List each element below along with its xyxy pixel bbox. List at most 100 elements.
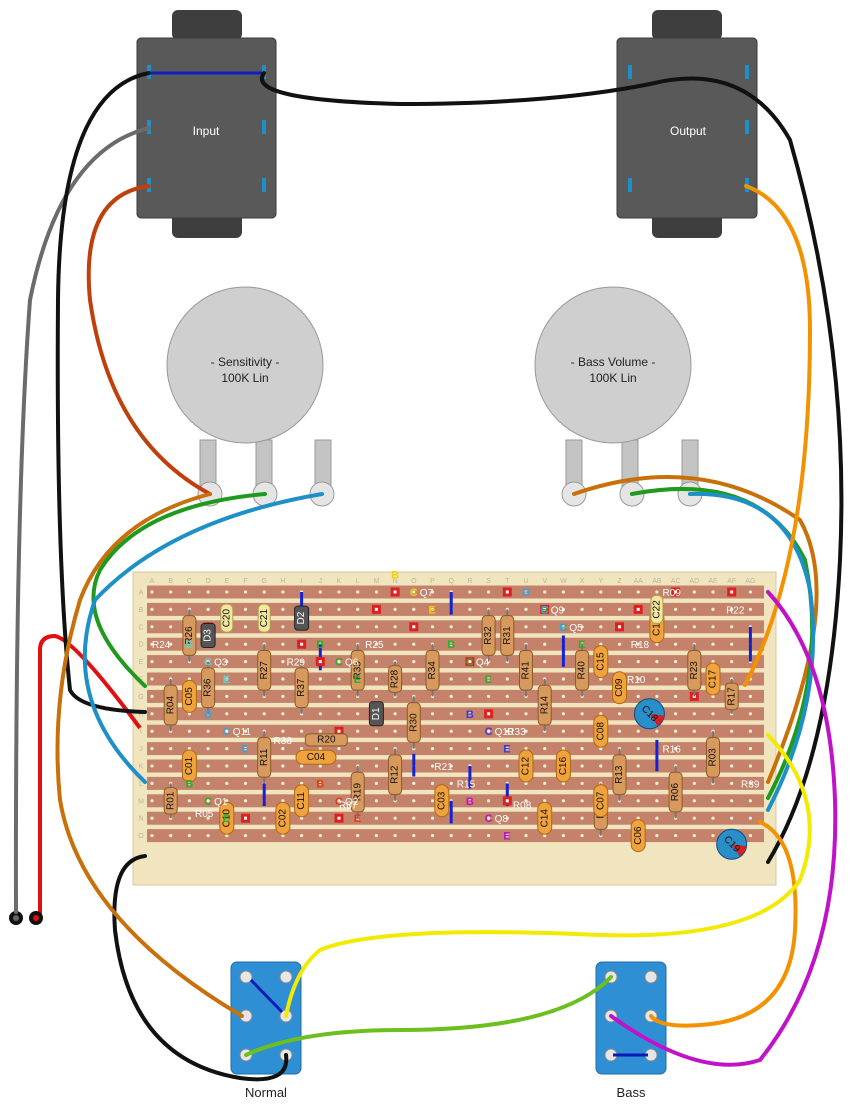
strip-hole — [636, 764, 640, 768]
transistor-pin-label: B — [185, 778, 193, 790]
strip-hole — [393, 816, 397, 820]
strip-hole — [599, 747, 603, 751]
transistor-label: Q1 — [214, 797, 228, 808]
strip-hole — [711, 816, 715, 820]
capacitor-label: C03 — [436, 791, 447, 810]
resistor-label: R16 — [663, 745, 682, 756]
resistor-label: R40 — [577, 661, 588, 680]
resistor — [182, 615, 197, 656]
strip-hole — [580, 781, 584, 786]
transistor-pin-label: E — [223, 674, 230, 686]
normal-switch[interactable]: Normal — [230, 961, 302, 1100]
copper-strip — [147, 707, 764, 721]
resistor — [388, 754, 403, 796]
strip-hole — [243, 694, 248, 699]
strip-hole — [412, 607, 416, 612]
strip-hole — [655, 642, 659, 646]
strip-hole — [225, 747, 229, 751]
strip-hole — [580, 764, 584, 768]
strip-hole — [337, 694, 341, 699]
column-letter: J — [319, 578, 323, 585]
strip-hole — [337, 764, 341, 768]
transistor-pin-label: C — [410, 587, 418, 599]
transistor-pin-label: B — [316, 639, 324, 651]
strip-hole — [318, 607, 322, 612]
strip-hole — [300, 764, 304, 768]
strip-hole — [543, 642, 547, 646]
transistor-label: Q6 — [345, 658, 359, 669]
film-capacitor — [181, 749, 197, 783]
transistor-pin-label: E — [503, 831, 510, 843]
strip-hole — [505, 764, 509, 768]
output-jack[interactable]: Output — [616, 10, 758, 238]
strip-hole — [468, 677, 472, 681]
strip-hole — [169, 764, 173, 768]
resistor-label: R12 — [390, 765, 401, 784]
strip-hole — [468, 590, 472, 594]
strip-hole — [505, 677, 509, 681]
strip-hole — [543, 590, 547, 594]
film-capacitor — [612, 671, 627, 705]
strip-hole — [617, 816, 622, 820]
strip-hole — [243, 764, 248, 768]
strip-hole — [692, 712, 696, 716]
transistor-label: Q10 — [495, 727, 514, 738]
resistor-label: R03 — [708, 748, 719, 767]
strip-hole — [711, 799, 715, 803]
strip-hole — [412, 677, 416, 681]
strip-hole — [281, 729, 285, 733]
strip-hole — [430, 625, 435, 629]
strip-hole — [730, 799, 734, 803]
strip-hole — [730, 660, 734, 664]
strip-hole — [711, 607, 715, 612]
resistor-label: R20 — [317, 735, 336, 746]
copper-strip — [147, 655, 764, 669]
strip-hole — [243, 677, 248, 681]
strip-hole — [374, 781, 378, 786]
strip-hole — [674, 729, 678, 733]
strip-hole — [449, 747, 453, 751]
strip-hole — [561, 834, 566, 838]
row-letter: K — [139, 764, 144, 771]
transistor-pin-label: C — [204, 796, 212, 808]
bass-switch-label: Bass — [617, 1085, 646, 1100]
input-jack[interactable]: Input — [136, 10, 277, 238]
strip-hole — [561, 729, 566, 733]
strip-hole — [449, 694, 453, 699]
strip-hole — [187, 834, 191, 838]
strip-hole — [430, 816, 435, 820]
strip-hole — [711, 642, 715, 646]
strip-hole — [281, 677, 285, 681]
strip-hole — [468, 799, 472, 803]
strip-hole — [356, 729, 360, 733]
transistor-pin-label: E — [578, 639, 585, 651]
strip-hole — [430, 834, 435, 838]
strip-hole — [636, 781, 640, 786]
column-letter: C — [187, 578, 192, 585]
strip-hole — [524, 834, 528, 838]
resistor — [668, 771, 683, 813]
transistor-pin-label: C — [485, 726, 493, 738]
strip-hole — [468, 694, 472, 699]
strip-hole — [617, 590, 622, 594]
strip-hole — [225, 660, 229, 664]
bass-volume-pot[interactable]: - Bass Volume - 100K Lin — [534, 286, 703, 507]
column-letter: AC — [671, 578, 681, 585]
bass-switch[interactable]: Bass — [595, 961, 667, 1100]
strip-hole — [337, 590, 341, 594]
strip-hole — [505, 747, 509, 751]
strip-hole — [430, 590, 435, 594]
strip-hole — [318, 747, 322, 751]
column-letter: AE — [708, 578, 718, 585]
strip-hole — [636, 799, 640, 803]
sensitivity-pot[interactable]: - Sensitivity - 100K Lin — [166, 286, 335, 507]
strip-hole — [655, 677, 659, 681]
resistor-label: R01 — [165, 791, 176, 810]
strip-hole — [318, 799, 322, 803]
strip-hole — [580, 607, 584, 612]
diode-label: D3 — [203, 629, 214, 642]
strip-hole — [150, 799, 154, 803]
strip-hole — [711, 694, 715, 699]
transistor-pin-label: E — [485, 674, 492, 686]
